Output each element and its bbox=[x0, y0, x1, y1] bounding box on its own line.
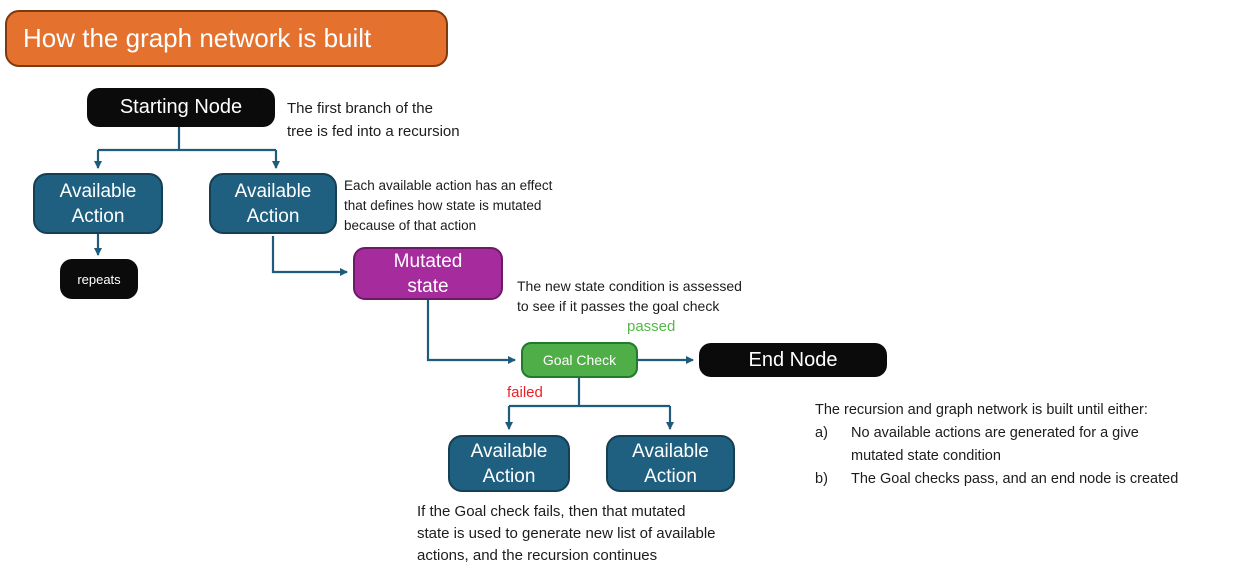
edge-mutated-to-goal bbox=[426, 300, 516, 364]
node-repeats-label: repeats bbox=[77, 271, 121, 287]
annotation-goal-assessment: The new state condition is assessed to s… bbox=[517, 278, 742, 314]
edge-label-passed: passed bbox=[627, 318, 676, 335]
edge-action-to-mutated bbox=[271, 236, 348, 276]
annotation-first-branch: The first branch of the tree is fed into… bbox=[287, 100, 460, 140]
node-available-action-bottom-left: Available Action bbox=[448, 435, 570, 492]
node-goal-check-label: Goal Check bbox=[542, 352, 617, 368]
edge-label-failed: failed bbox=[507, 384, 543, 401]
node-starting-label: Starting Node bbox=[119, 96, 243, 118]
node-goal-check: Goal Check bbox=[521, 342, 638, 378]
node-repeats: repeats bbox=[60, 259, 138, 299]
node-available-action-label: Available Action bbox=[234, 180, 312, 227]
node-available-action-label: Available Action bbox=[470, 440, 548, 487]
node-available-action-bottom-right: Available Action bbox=[606, 435, 735, 492]
outcome-marker-a: a) bbox=[815, 425, 828, 441]
diagram-title: How the graph network is built bbox=[5, 10, 448, 67]
node-end: End Node bbox=[699, 343, 887, 377]
outcome-item-b: b) The Goal checks pass, and an end node… bbox=[815, 468, 1215, 491]
outcome-text-a: No available actions are generated for a… bbox=[851, 425, 1139, 464]
node-end-label: End Node bbox=[748, 348, 838, 371]
node-available-action-top-right: Available Action bbox=[209, 173, 337, 234]
annotation-action-effect: Each available action has an effect that… bbox=[344, 178, 553, 233]
annotation-outcomes: The recursion and graph network is built… bbox=[815, 399, 1215, 491]
diagram-title-label: How the graph network is built bbox=[23, 23, 372, 53]
node-mutated-state-label: Mutated state bbox=[393, 250, 463, 297]
outcomes-intro: The recursion and graph network is built… bbox=[815, 402, 1148, 418]
node-available-action-label: Available Action bbox=[632, 440, 709, 487]
node-starting: Starting Node bbox=[87, 88, 275, 127]
outcome-text-b: The Goal checks pass, and an end node is… bbox=[851, 471, 1179, 487]
node-available-action-label: Available Action bbox=[59, 180, 137, 227]
outcome-item-a: a) No available actions are generated fo… bbox=[815, 422, 1215, 468]
annotation-failed-note: If the Goal check fails, then that mutat… bbox=[417, 503, 716, 564]
node-available-action-top-left: Available Action bbox=[33, 173, 163, 234]
node-mutated-state: Mutated state bbox=[353, 247, 503, 300]
outcome-marker-b: b) bbox=[815, 471, 828, 487]
